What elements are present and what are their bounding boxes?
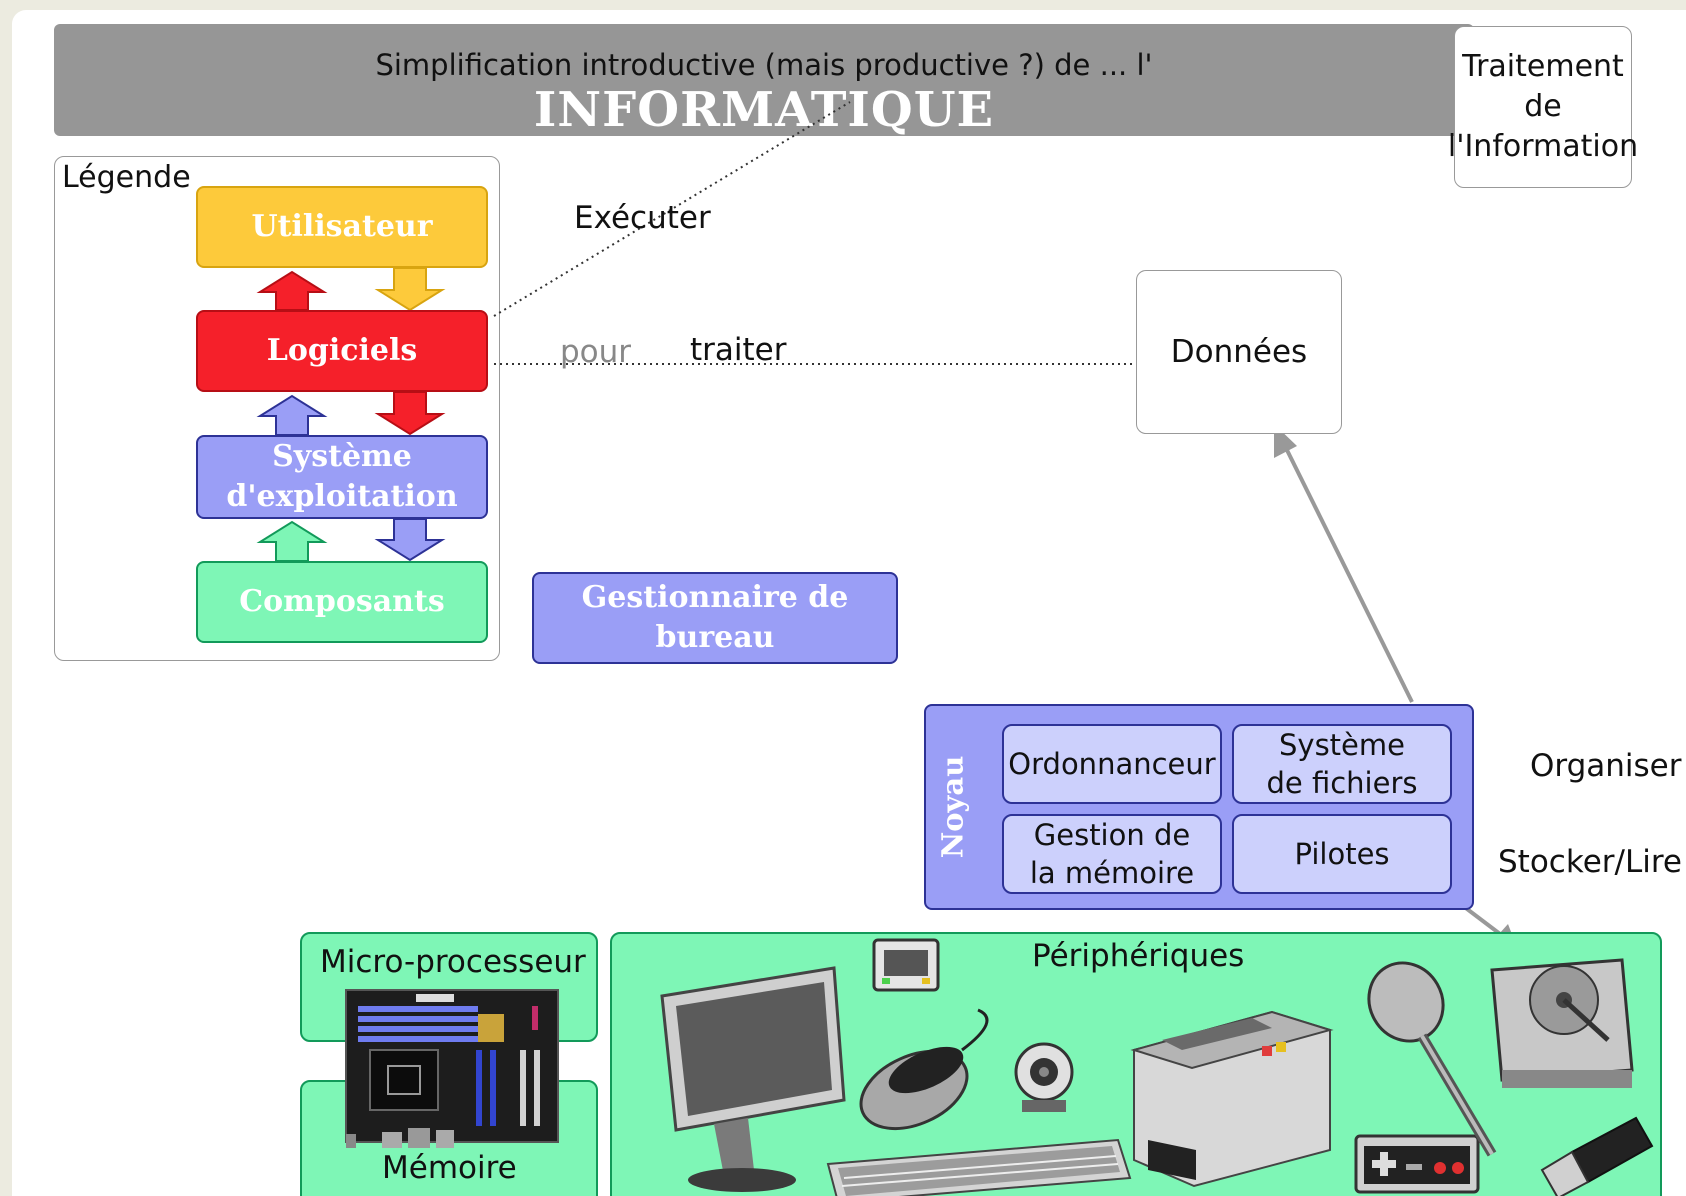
- tier-software: Logiciels: [196, 310, 488, 392]
- tier-os: Système d'exploitation: [196, 435, 488, 519]
- network-port-icon: [872, 938, 940, 992]
- legend-title: Légende: [62, 160, 191, 195]
- kernel-memory: Gestion de la mémoire: [1002, 814, 1222, 894]
- kernel-memory-line-1: Gestion de: [1033, 818, 1191, 852]
- arrow-up-os: [256, 394, 328, 436]
- label-executer: Exécuter: [574, 200, 711, 236]
- arrow-down-user: [374, 267, 446, 312]
- desktop-manager-box: Gestionnaire de bureau: [532, 572, 898, 664]
- label-traiter: traiter: [690, 332, 787, 368]
- donnees-box: Données: [1136, 270, 1342, 434]
- kernel-filesystem-line-2: de fichiers: [1266, 766, 1418, 800]
- arrow-up-software: [256, 270, 328, 311]
- kernel-filesystem: Système de fichiers: [1232, 724, 1452, 804]
- gamepad-icon: [1354, 1134, 1480, 1194]
- usb-key-icon: [1540, 1116, 1654, 1196]
- label-stocker-lire: Stocker/Lire: [1498, 844, 1682, 880]
- arrow-up-components: [256, 520, 328, 562]
- kernel-scheduler: Ordonnanceur: [1002, 724, 1222, 804]
- webcam-icon: [1014, 1042, 1074, 1112]
- tier-user: Utilisateur: [196, 186, 488, 268]
- memory-label: Mémoire: [382, 1150, 517, 1186]
- arrow-down-os-to-components: [374, 518, 446, 562]
- label-pour: pour: [560, 334, 632, 370]
- desktop-manager-line-2: bureau: [655, 620, 775, 655]
- info-box: Traitement de l'Information: [1448, 26, 1638, 188]
- kernel-memory-line-2: la mémoire: [1029, 856, 1195, 890]
- microphone-icon: [1367, 961, 1497, 1157]
- mouse-icon: [859, 1008, 989, 1131]
- title-main: INFORMATIQUE: [533, 82, 995, 138]
- tier-components: Composants: [196, 561, 488, 643]
- arrow-organiser-line: [1280, 439, 1414, 703]
- legend-arrows: [256, 267, 446, 562]
- peripherals-label: Périphériques: [1032, 938, 1245, 974]
- kernel-filesystem-line-1: Système: [1279, 728, 1405, 762]
- tier-os-line-1: Système: [272, 439, 412, 474]
- tier-os-line-2: d'exploitation: [226, 479, 458, 514]
- title-bar: Simplification introductive (mais produc…: [54, 24, 1474, 138]
- title-subtitle: Simplification introductive (mais produc…: [375, 48, 1153, 82]
- desktop-manager-line-1: Gestionnaire de: [581, 580, 849, 615]
- hardware-illustrations: [345, 938, 1654, 1196]
- motherboard-icon: [345, 989, 559, 1148]
- info-line-2: de: [1524, 89, 1562, 124]
- keyboard-icon: [826, 1138, 1132, 1196]
- info-line-1: Traitement: [1462, 49, 1624, 84]
- info-line-3: l'Information: [1447, 129, 1639, 164]
- printer-icon: [1130, 1010, 1334, 1188]
- hard-disk-icon: [1490, 958, 1634, 1088]
- kernel-drivers: Pilotes: [1232, 814, 1452, 894]
- slide: Simplification introductive (mais produc…: [12, 10, 1686, 1196]
- cpu-label: Micro-processeur: [320, 944, 586, 980]
- arrow-down-software: [374, 391, 446, 436]
- label-organiser: Organiser: [1530, 748, 1682, 784]
- monitor-icon: [660, 966, 846, 1192]
